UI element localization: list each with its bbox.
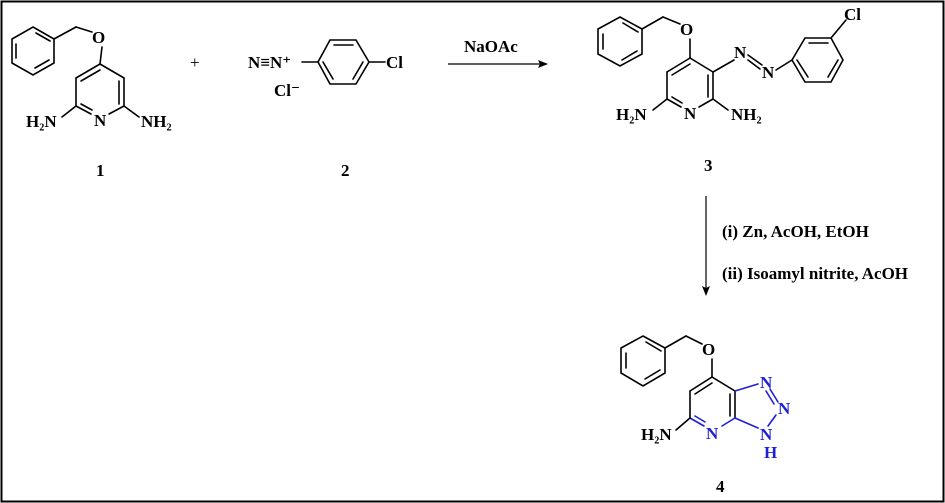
reagent-naoac: NaOAc [464,37,518,56]
counterion-label: Cl⁻ [274,81,300,100]
chlorophenyl-ring [317,39,370,85]
plus-sign: + [190,53,200,72]
pyridine-ring [75,63,125,115]
amino-right-label: NH₂ [141,112,172,131]
triazole-nh-hydrogen-label: H [764,443,777,462]
chloro-label: Cl [386,53,403,72]
amino-left-label: H₂N [616,105,647,124]
reaction-arrow-1 [448,60,548,68]
pyridine-ring [689,376,736,427]
ether-oxygen-label: O [702,340,715,359]
ring-nitrogen-label: N [684,104,697,123]
compound-1-number: 1 [96,161,105,180]
ring-nitrogen-label: N [94,111,107,130]
benzene-ring [620,335,666,387]
condition-step-i: (i) Zn, AcOH, EtOH [722,222,869,241]
diazonium-label: N≡N⁺ [248,53,291,72]
azo-nitrogen-2-label: N [762,63,775,82]
triazole-nitrogen-2-label: N [778,399,791,418]
triazole-nitrogen-1-label: N [760,373,773,392]
compound-3-number: 3 [704,156,713,175]
benzene-ring [11,26,55,76]
chlorophenyl-ring [791,37,844,83]
ring-nitrogen-label: N [706,424,719,443]
pyridine-ring [666,57,714,108]
reaction-arrow-2 [702,196,710,296]
ether-oxygen-label: O [680,20,693,39]
chloro-label: Cl [844,5,861,24]
compound-2-number: 2 [341,161,350,180]
ether-oxygen-label: O [92,28,105,47]
condition-step-ii: (ii) Isoamyl nitrite, AcOH [722,264,908,283]
amino-right-label: NH₂ [731,105,762,124]
benzene-ring [597,16,643,67]
compound-4-number: 4 [716,477,725,496]
triazole-nh-nitrogen-label: N [760,425,773,444]
azo-nitrogen-1-label: N [734,43,747,62]
compound-1-structure: O N H₂N NH₂ [11,26,172,131]
compound-4-structure: O N H₂N N N N H [620,335,791,462]
triazole-ring [734,383,779,429]
compound-3-structure: O N H₂N NH₂ N N Cl [597,5,861,124]
compound-2-structure: N≡N⁺ Cl Cl⁻ [248,39,403,100]
amino-left-label: H₂N [26,112,57,131]
amino-left-label: H₂N [641,425,672,444]
